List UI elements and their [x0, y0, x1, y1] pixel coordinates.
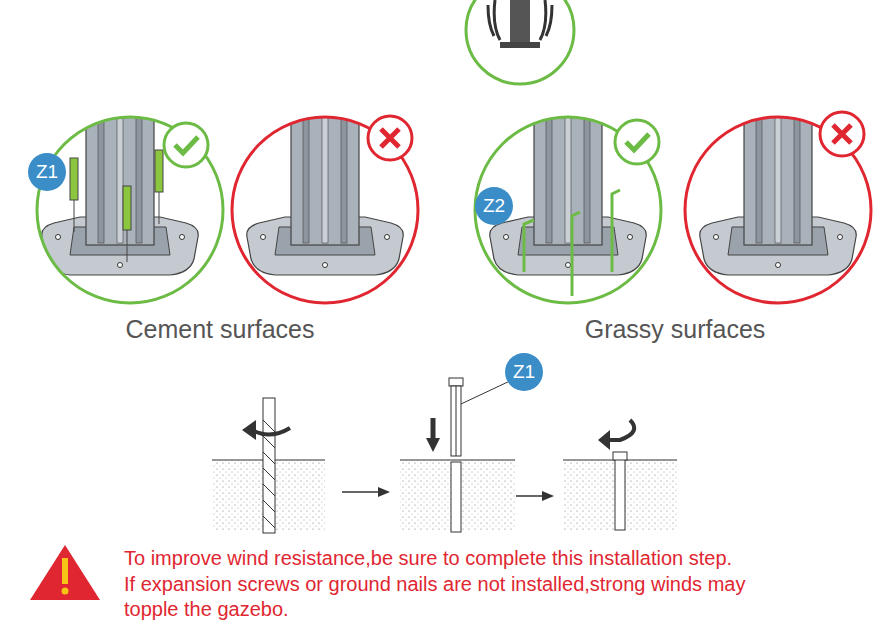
callout-circle: Z2 — [475, 187, 513, 225]
surface-caption: Grassy surfaces — [545, 314, 805, 345]
callout-circle: Z1 — [28, 153, 66, 191]
surface-caption: Cement surfaces — [90, 314, 350, 345]
warning-text: To improve wind resistance,be sure to co… — [124, 546, 824, 571]
callout-number: Z2 — [483, 195, 505, 217]
callout-number: Z1 — [36, 161, 58, 183]
warning-text: If expansion screws or ground nails are … — [124, 572, 784, 622]
callout-circle: Z1 — [505, 353, 543, 391]
callout-number: Z1 — [513, 361, 535, 383]
